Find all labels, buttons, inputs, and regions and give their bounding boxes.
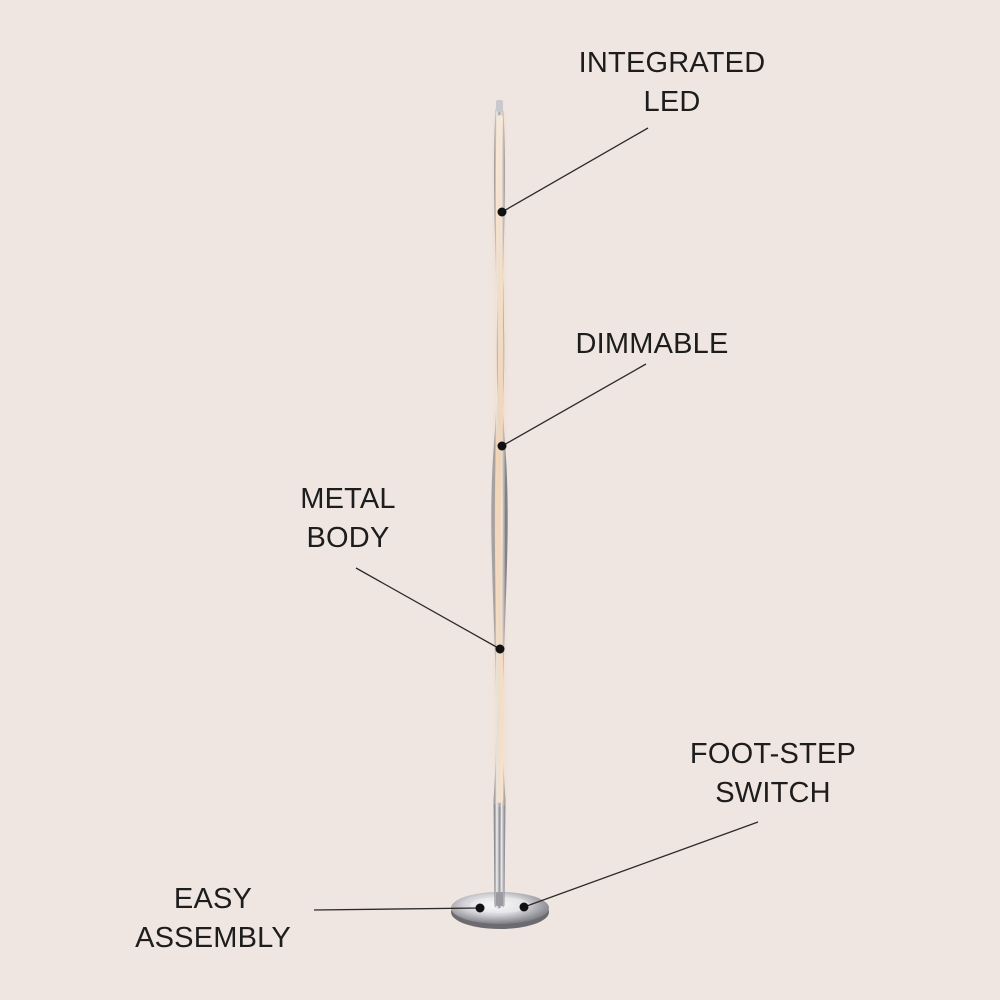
- callout-label-line: ASSEMBLY: [135, 922, 291, 954]
- callout-label-line: FOOT-STEP: [689, 738, 857, 770]
- callout-label-line: INTEGRATED: [578, 47, 766, 79]
- callout-label-line: EASY: [173, 883, 253, 915]
- callout-label-line: DIMMABLE: [575, 328, 729, 360]
- callout-label-line: SWITCH: [715, 777, 831, 809]
- callout-dots: [475, 207, 529, 913]
- callout-dot-icon: [519, 902, 529, 912]
- callout-dimmable: DIMMABLE: [540, 325, 764, 364]
- callout-label-line: LED: [643, 86, 701, 118]
- callout-easy-assembly: EASY ASSEMBLY: [110, 880, 316, 958]
- leader-line-dimmable: [501, 363, 647, 447]
- callout-metal-body: METAL BODY: [260, 480, 436, 558]
- callout-label-line: BODY: [306, 522, 390, 554]
- leader-line-easy-assembly: [313, 907, 481, 911]
- leader-line-integrated-led: [501, 127, 649, 213]
- leader-lines: [313, 127, 759, 911]
- callout-dot-icon: [497, 441, 507, 451]
- callout-dot-icon: [497, 207, 507, 217]
- callout-label-line: METAL: [300, 483, 396, 515]
- leader-line-foot-step-switch: [523, 821, 759, 908]
- leader-line-metal-body: [355, 567, 501, 650]
- callout-foot-step-switch: FOOT-STEP SWITCH: [660, 735, 886, 813]
- callout-dot-icon: [475, 903, 485, 913]
- lamp-pole: [490, 100, 508, 909]
- callout-integrated-led: INTEGRATED LED: [540, 44, 804, 122]
- callout-dot-icon: [495, 644, 505, 654]
